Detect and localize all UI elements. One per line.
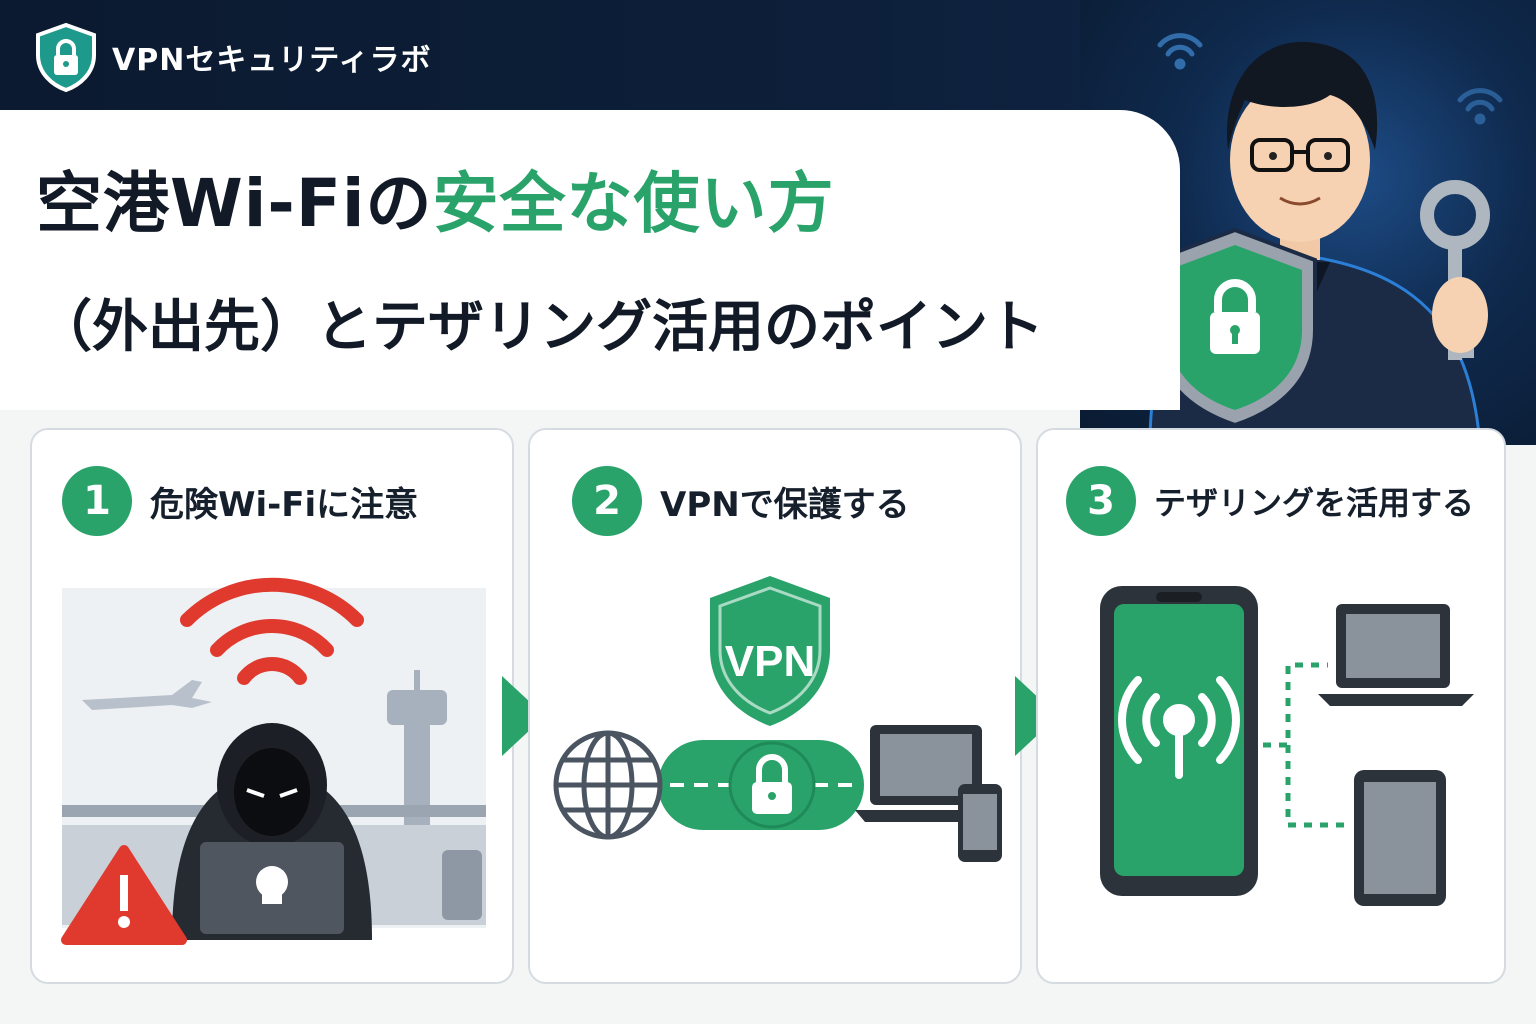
tablet-icon — [1354, 770, 1446, 906]
hacker-icon — [172, 723, 372, 940]
glasses-icon — [1250, 138, 1350, 172]
page-title: 空港Wi-Fiの安全な使い方 — [36, 150, 835, 246]
danger-wifi-illustration — [61, 577, 486, 945]
phone-icon — [958, 784, 1002, 862]
step-number-1: 1 — [62, 466, 132, 536]
vpn-tunnel-illustration: VPN — [553, 576, 1002, 862]
hotspot-icon — [1118, 676, 1240, 779]
step-title-2: VPNで保護する — [660, 484, 910, 525]
wifi-icon — [180, 577, 364, 685]
vpn-shield-icon — [710, 576, 830, 726]
step-header-3: 3 テザリングを活用する — [1066, 466, 1474, 536]
lock-icon — [752, 754, 792, 814]
vpn-shield-label: VPN — [725, 637, 815, 686]
brand[interactable]: VPNセキュリティラボ — [30, 22, 432, 93]
airplane-icon — [82, 680, 212, 710]
step-title-3: テザリングを活用する — [1154, 484, 1475, 522]
shield-lock-icon — [1153, 227, 1317, 428]
shield-lock-icon — [36, 22, 96, 93]
title-part-1: 空港Wi-Fiの — [36, 165, 433, 242]
wifi-icon — [1457, 88, 1503, 125]
person-hair — [1226, 41, 1378, 150]
step-card-1[interactable]: 1 危険Wi-Fiに注意 — [30, 428, 514, 984]
laptop-icon — [1318, 604, 1474, 706]
step-number-3: 3 — [1066, 466, 1136, 536]
step-card-3[interactable]: 3 テザリングを活用する — [1036, 428, 1506, 984]
wifi-icon — [1157, 33, 1203, 70]
globe-icon — [553, 730, 663, 840]
skull-icon — [256, 866, 288, 898]
title-part-2: 安全な使い方 — [432, 165, 835, 242]
step-title-1: 危険Wi-Fiに注意 — [150, 484, 419, 525]
step-number-2: 2 — [572, 466, 642, 536]
step-header-2: 2 VPNで保護する — [572, 466, 910, 536]
warning-icon — [61, 845, 187, 945]
hero-illustration — [1148, 33, 1503, 445]
step-header-1: 1 危険Wi-Fiに注意 — [62, 466, 418, 536]
person-face — [1230, 78, 1370, 242]
page-subtitle: （外出先）とテザリング活用のポイント — [36, 295, 1044, 360]
step-card-2[interactable]: 2 VPNで保護する VPN — [528, 428, 1022, 984]
chair-icon — [442, 850, 482, 920]
title-panel — [0, 110, 1180, 410]
tethering-illustration — [1100, 586, 1474, 906]
next-arrow-icon — [502, 676, 545, 756]
brand-name: VPNセキュリティラボ — [112, 43, 432, 78]
laptop-icon — [855, 725, 995, 822]
